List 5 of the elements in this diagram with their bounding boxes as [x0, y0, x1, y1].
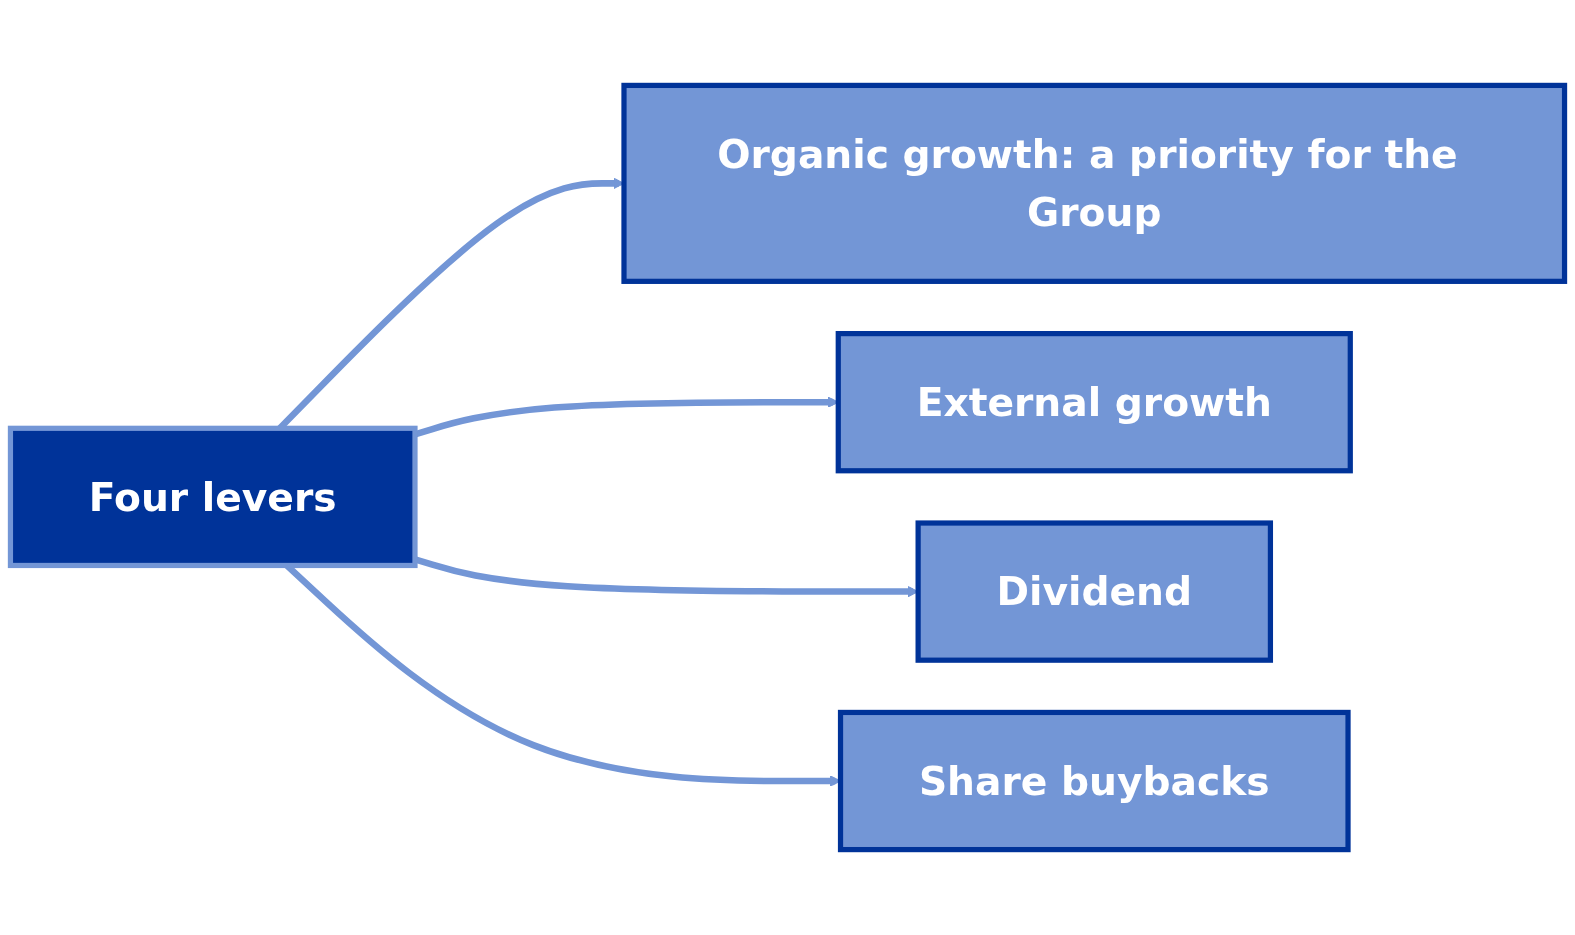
node-box: External growth: [835, 331, 1353, 474]
node-box: Organic growth: a priority for the Group: [621, 82, 1568, 284]
node-box: Four levers: [7, 425, 418, 569]
node-box: Dividend: [915, 520, 1274, 663]
node-box: Share buybacks: [837, 709, 1351, 853]
